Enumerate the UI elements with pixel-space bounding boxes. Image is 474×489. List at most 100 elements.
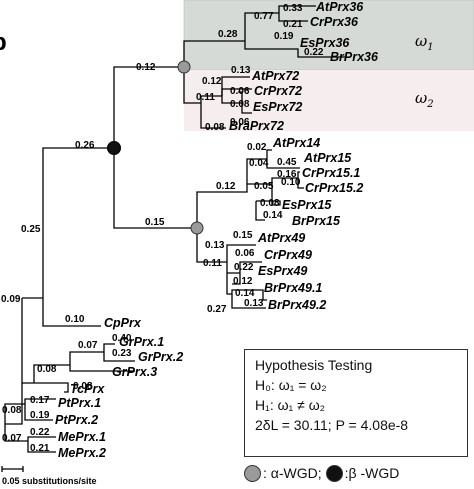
bl-0.45: 0.45	[277, 157, 297, 168]
bl-0.09: 0.09	[1, 294, 21, 305]
taxon-brprx36: BrPrx36	[330, 50, 379, 64]
bl-0.11a: 0.11	[196, 92, 215, 103]
bl-0.07a: 0.07	[78, 340, 98, 351]
branch-prx14-15-49-stem	[113, 148, 197, 229]
hypothesis-h0: H₀: ω₁ = ω₂	[255, 377, 327, 393]
bl-0.25: 0.25	[21, 224, 41, 235]
bl-0.10a: 0.10	[281, 177, 301, 188]
bl-0.14: 0.14	[263, 210, 283, 221]
branch-prx36-clade	[183, 5, 346, 67]
panel-letter: b	[0, 29, 7, 56]
taxon-cpprx: CpPrx	[104, 316, 142, 330]
taxon-crprx72: CrPrx72	[254, 84, 302, 98]
branch-prx14-15-clade	[196, 149, 304, 228]
bl-0.27: 0.27	[207, 304, 227, 315]
bl-0.06b: 0.06	[230, 117, 250, 128]
bl-0.26: 0.26	[75, 140, 95, 151]
bl-0.33: 0.33	[283, 3, 303, 14]
bl-0.06c: 0.06	[235, 248, 255, 259]
taxon-esprx15: EsPrx15	[282, 198, 332, 212]
bl-0.22b: 0.22	[234, 262, 254, 273]
bl-0.22c: 0.22	[30, 427, 50, 438]
taxon-tcprx: TcPrx	[70, 382, 105, 396]
bl-0.12c: 0.12	[216, 181, 236, 192]
taxon-grprx1: GrPrx.1	[119, 335, 164, 349]
bl-0.21a: 0.21	[283, 19, 303, 30]
taxon-esprx49: EsPrx49	[258, 264, 307, 278]
alpha-wgd-node-prx15-49	[190, 221, 204, 235]
hypothesis-h1: H₁: ω₁ ≠ ω₂	[255, 397, 326, 413]
branch-prx72-inner	[221, 76, 250, 96]
alpha-wgd-node-omega	[177, 60, 191, 74]
bl-0.08f: 0.08	[2, 405, 22, 416]
branch-prx49-clade	[196, 228, 267, 309]
bl-0.15: 0.15	[145, 217, 165, 228]
bl-0.28: 0.28	[218, 29, 238, 40]
taxon-meprx2: MePrx.2	[58, 446, 106, 460]
taxon-crprx15-2: CrPrx15.2	[305, 181, 363, 195]
bl-0.04: 0.04	[249, 158, 269, 169]
omega1-highlight	[183, 0, 474, 71]
taxon-crprx36: CrPrx36	[310, 15, 359, 29]
bl-0.06a: 0.06	[230, 86, 250, 97]
taxon-brprx49-1: BrPrx49.1	[264, 281, 322, 295]
bl-0.12d: 0.12	[233, 276, 253, 287]
bl-0.21b: 0.21	[30, 443, 50, 454]
hypothesis-stats: 2δL = 30.11; P = 4.08e-8	[255, 417, 409, 433]
scale-bar-label: 0.05 substitutions/site	[2, 476, 97, 486]
taxon-brprx49-2: BrPrx49.2	[268, 298, 326, 312]
taxon-meprx1: MePrx.1	[58, 430, 106, 444]
taxon-crprx15-1: CrPrx15.1	[302, 166, 360, 180]
bl-0.08e: 0.08	[73, 381, 93, 392]
taxon-crprx49: CrPrx49	[264, 248, 312, 262]
bl-0.13c: 0.13	[244, 298, 264, 309]
taxon-ptprx1: PtPrx.1	[58, 396, 101, 410]
bl-0.15b: 0.15	[233, 230, 253, 241]
bl-0.14b: 0.14	[235, 288, 255, 299]
bl-0.05: 0.05	[254, 181, 274, 192]
taxon-braprx72: BraPrx72	[229, 119, 284, 133]
taxon-grprx3: GrPrx.3	[112, 365, 157, 379]
bl-0.19b: 0.19	[30, 410, 50, 421]
bl-0.40: 0.40	[112, 333, 132, 344]
bl-0.77: 0.77	[254, 11, 274, 22]
taxon-atprx15: AtPrx15	[303, 151, 352, 165]
bl-0.08b: 0.08	[205, 122, 225, 133]
bl-0.02: 0.02	[247, 142, 267, 153]
taxon-atprx72: AtPrx72	[251, 69, 299, 83]
branch-omega-stem	[113, 66, 184, 148]
beta-wgd-legend-icon	[325, 464, 343, 482]
bl-0.10b: 0.10	[65, 314, 85, 325]
taxon-esprx72: EsPrx72	[253, 100, 302, 114]
bl-0.11b: 0.11	[203, 258, 222, 269]
branch-populus-manihot	[4, 383, 56, 453]
bl-0.19a: 0.19	[274, 31, 294, 42]
omega2-label: ω2	[415, 89, 434, 110]
bl-0.16: 0.16	[277, 169, 297, 180]
branch-gossypium-clade	[21, 298, 135, 393]
hypothesis-testing-box: Hypothesis Testing H₀: ω₁ = ω₂ H₁: ω₁ ≠ …	[244, 349, 468, 457]
beta-wgd-node	[107, 141, 121, 155]
taxon-grprx2: GrPrx.2	[138, 350, 183, 364]
branch-backbone	[22, 147, 114, 327]
taxon-ptprx2: PtPrx.2	[55, 413, 98, 427]
bl-0.22a: 0.22	[304, 47, 324, 58]
bl-0.08a: 0.08	[230, 99, 250, 110]
wgd-legend: : α-WGD; :β -WGD	[240, 461, 472, 485]
bl-0.17: 0.17	[30, 395, 50, 406]
omega1-label: ω1	[415, 32, 434, 53]
beta-wgd-legend-label: :β -WGD	[344, 465, 400, 481]
bl-0.12a: 0.12	[202, 76, 222, 87]
bl-0.13a: 0.13	[231, 65, 251, 76]
alpha-wgd-legend-label: : α-WGD;	[263, 465, 322, 481]
taxon-esprx36: EsPrx36	[300, 36, 350, 50]
bl-0.07b: 0.07	[2, 433, 22, 444]
taxon-atprx14: AtPrx14	[272, 136, 320, 150]
alpha-wgd-legend-icon	[244, 464, 261, 482]
bl-0.12-omega: 0.12	[136, 62, 156, 73]
scale-bar-line	[1, 466, 24, 472]
hypothesis-title: Hypothesis Testing	[255, 357, 373, 373]
bl-0.08d: 0.08	[37, 364, 57, 375]
bl-0.13b: 0.13	[205, 240, 225, 251]
